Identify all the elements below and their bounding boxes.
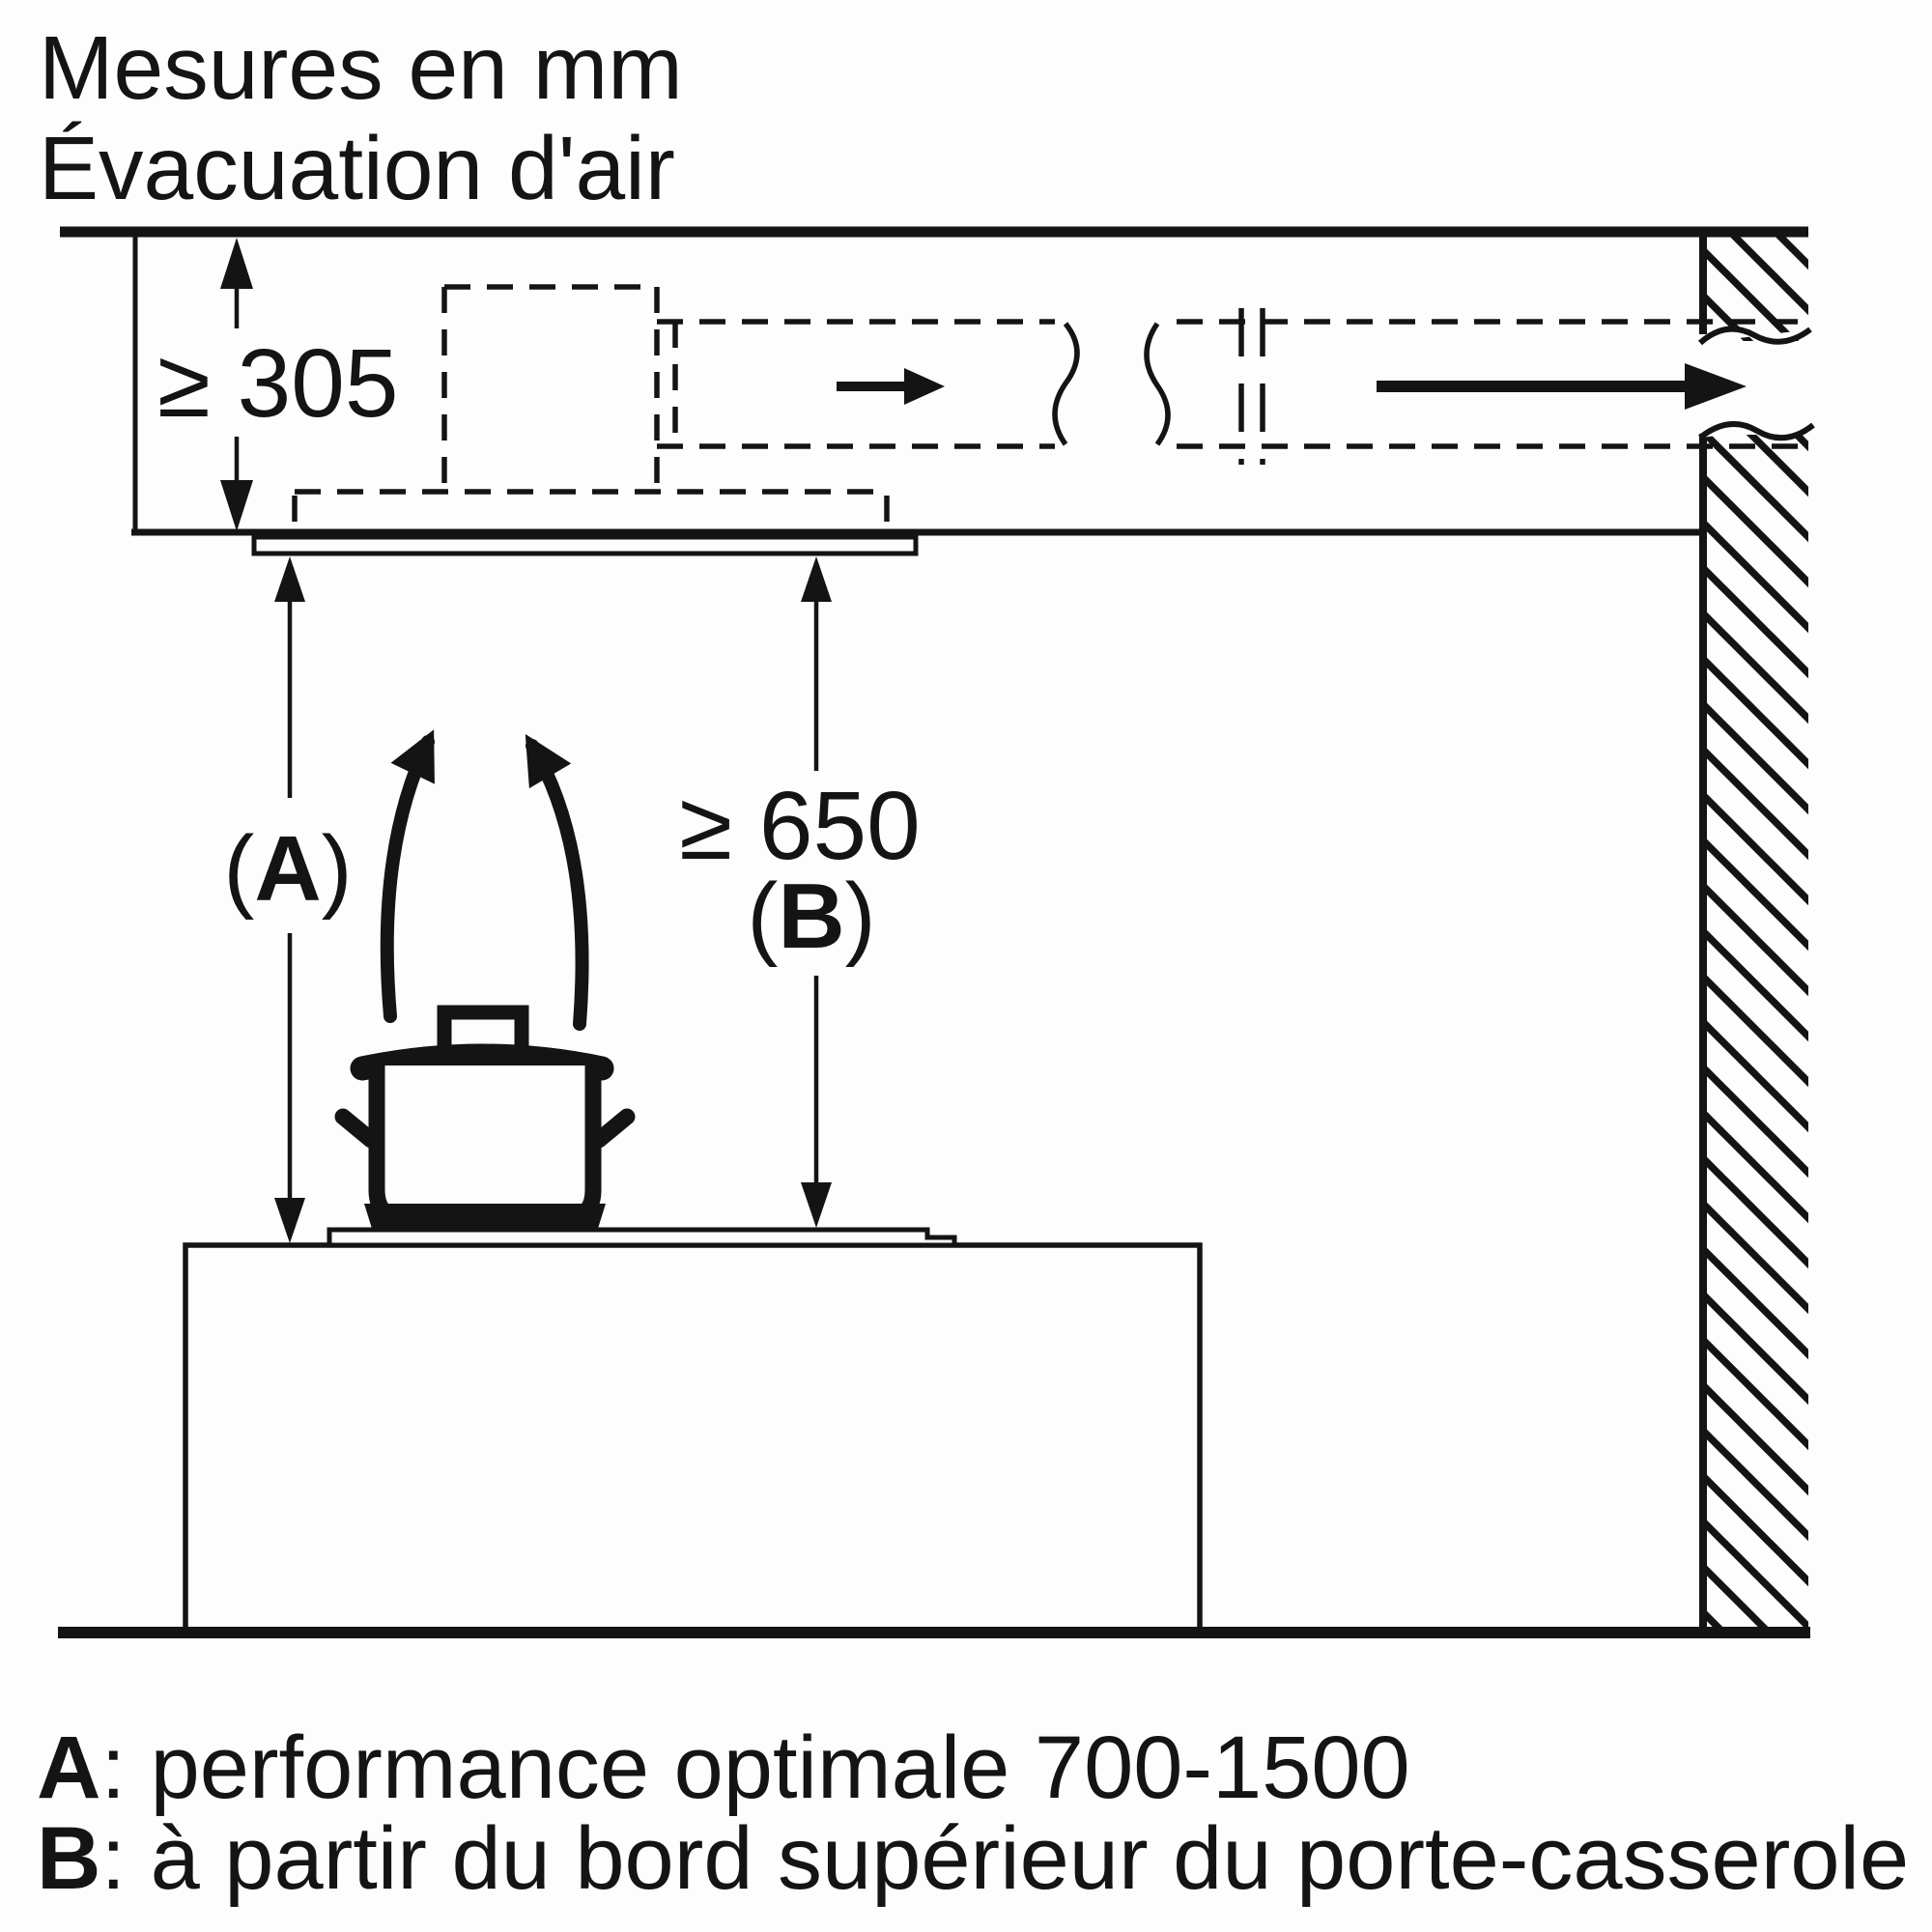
dim-b-label: (B) (747, 865, 875, 968)
wall-break-wave-lower-icon (1698, 420, 1815, 441)
dim-b-arrow-down-icon (801, 1182, 832, 1228)
dim-a-paren-open: ( (223, 817, 254, 921)
wall-hatch-upper (1704, 235, 1808, 341)
dim-b-paren-close: ) (845, 865, 876, 968)
legend-a-text: performance optimale 700-1500 (151, 1719, 1410, 1817)
legend-b-key: B (37, 1809, 100, 1908)
pot-base (364, 1204, 606, 1232)
dim-b-arrow-up-icon (801, 556, 832, 602)
legend-a-key: A (37, 1719, 100, 1817)
counter-island (183, 1242, 1203, 1635)
dimension-b: ≥ 650 (B) (679, 556, 921, 1228)
dim-b-paren-open: ( (747, 865, 778, 968)
dim-a-paren-close: ) (322, 817, 353, 921)
duct-break-right-icon (1144, 322, 1171, 446)
legend-line-a: A: performance optimale 700-1500 (37, 1719, 1410, 1817)
dim-b-value: ≥ 650 (679, 772, 921, 880)
cooking-pot (334, 1005, 636, 1232)
legend-b-text: à partir du bord supérieur du porte-cass… (151, 1809, 1910, 1908)
dim-soffit-arrow-up-icon (220, 238, 253, 289)
pot-handle-left (334, 1108, 380, 1149)
pot-lid (350, 1043, 614, 1081)
wall-hatch-lower (1704, 435, 1808, 1631)
legend-a-separator: : (100, 1719, 150, 1817)
airflow-arrow-main-icon (1377, 363, 1747, 410)
dim-soffit-arrow-down-icon (220, 480, 253, 531)
dim-a-label: (A) (223, 817, 352, 921)
page-title-line2: Évacuation d'air (39, 118, 675, 218)
page-title-line1: Mesures en mm (39, 17, 683, 118)
dimension-a: (A) (223, 556, 353, 1243)
cooktop-surface (327, 1227, 957, 1248)
dim-a-letter: A (254, 817, 321, 921)
wall-break-wave-upper-icon (1698, 326, 1812, 346)
airflow-arrow-duct-icon (837, 368, 945, 405)
hood-base-plate (251, 534, 919, 556)
duct-dashed-group (292, 284, 1804, 530)
dim-soffit-label: ≥ 305 (157, 329, 399, 438)
duct-break-left-icon (1052, 322, 1080, 446)
dimension-soffit-height: ≥ 305 (157, 238, 399, 531)
wall-section (1698, 232, 1815, 1633)
duct-joint (1238, 308, 1265, 465)
steam-arrow-right-icon (525, 733, 589, 1031)
dim-a-arrow-down-icon (274, 1198, 305, 1243)
pot-body (368, 1065, 602, 1228)
dim-a-arrow-up-icon (274, 556, 305, 602)
steam-arrow-left-icon (380, 729, 435, 1023)
pot-handle-right (590, 1108, 636, 1149)
legend-b-separator: : (100, 1809, 150, 1908)
dim-b-letter: B (778, 865, 844, 968)
legend-line-b: B: à partir du bord supérieur du porte-c… (37, 1809, 1909, 1908)
